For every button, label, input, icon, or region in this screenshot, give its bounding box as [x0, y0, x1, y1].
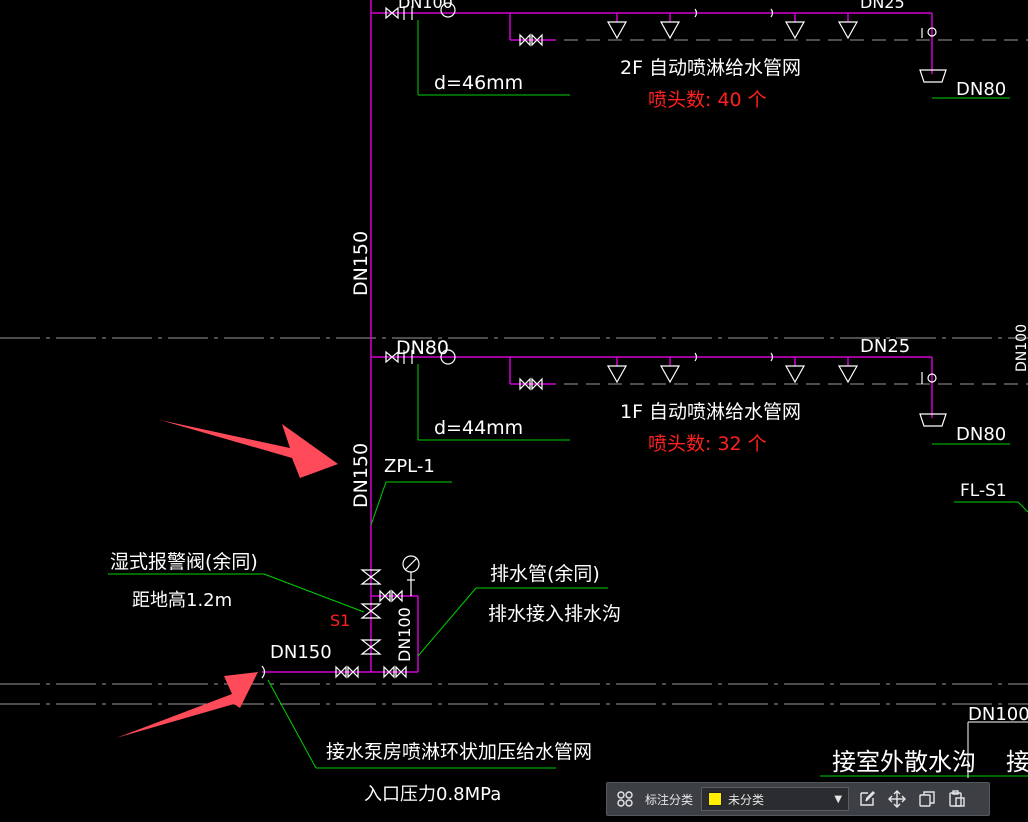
- bottom-right-drain-text: 接室外散水沟: [832, 748, 976, 776]
- floor1-leaders: [417, 364, 1028, 513]
- copy-icon[interactable]: [915, 787, 939, 811]
- fl-s1-label: FL-S1: [960, 481, 1007, 501]
- red-arrow-lower: [116, 672, 258, 738]
- annotation-leaders: [108, 481, 1028, 777]
- floor2-title: 2F 自动喷淋给水管网: [620, 57, 801, 79]
- paste-icon[interactable]: [945, 787, 969, 811]
- category-value: 未分类: [728, 792, 765, 807]
- drain-pipe-note: 排水接入排水沟: [488, 603, 621, 625]
- floor1-title: 1F 自动喷淋给水管网: [620, 401, 801, 423]
- alarm-valve-assembly: [261, 555, 420, 679]
- riser-upper-label: DN150: [350, 231, 372, 296]
- red-arrow-upper: [160, 420, 338, 478]
- floor1-fittings: [385, 349, 947, 427]
- drain-pipe-size: DN100: [395, 607, 414, 662]
- floor2-dn25-label: DN25: [860, 0, 905, 12]
- floor2-leaders: [417, 20, 1010, 99]
- alarm-valve-title: 湿式报警阀(余同): [110, 551, 258, 573]
- floor1-right-edge-label: DN100: [1014, 324, 1028, 372]
- chevron-down-icon: ▼: [834, 793, 843, 805]
- inlet-pressure-note: 入口压力0.8MPa: [364, 784, 501, 805]
- grid-icon[interactable]: [613, 787, 637, 811]
- bottom-right-partial-text: 接: [1006, 748, 1028, 776]
- bottom-right-frame: [967, 721, 1028, 778]
- floor1-diameter-label: d=44mm: [434, 417, 523, 439]
- category-color-swatch: [708, 792, 723, 806]
- category-label: 标注分类: [645, 792, 694, 807]
- floor1-dn25-label: DN25: [860, 336, 910, 357]
- bottom-right-size-label: DN100: [968, 704, 1028, 725]
- floor1-outlet-label: DN80: [956, 424, 1006, 445]
- inlet-title: 接水泵房喷淋环状加压给水管网: [326, 741, 592, 763]
- inlet-size-label: DN150: [270, 642, 332, 663]
- floor1-piping: [371, 356, 933, 418]
- riser-lower-label: DN150: [350, 443, 372, 508]
- floor1-dn80-label: DN80: [396, 337, 449, 359]
- alarm-valve-sign: S1: [330, 611, 350, 630]
- floor1-sprinkler-count: 喷头数: 32 个: [648, 433, 767, 455]
- main-riser: [262, 0, 419, 673]
- floor2-fittings: [385, 2, 947, 83]
- category-select[interactable]: 未分类 ▼: [701, 787, 850, 811]
- floor2-diameter-label: d=46mm: [434, 72, 523, 94]
- drain-pipe-title: 排水管(余同): [490, 563, 600, 585]
- move-icon[interactable]: [885, 787, 909, 811]
- floor2-sprinkler-count: 喷头数: 40 个: [648, 89, 767, 111]
- alarm-valve-height-note: 距地高1.2m: [132, 590, 232, 611]
- floor2-outlet-label: DN80: [956, 79, 1006, 100]
- riser-tag: ZPL-1: [384, 456, 435, 477]
- edit-icon[interactable]: [855, 787, 879, 811]
- floor2-dn100-label: DN100: [398, 0, 453, 12]
- annotation-toolbar: 标注分类 未分类 ▼: [606, 782, 990, 816]
- center-lines: [0, 39, 1028, 705]
